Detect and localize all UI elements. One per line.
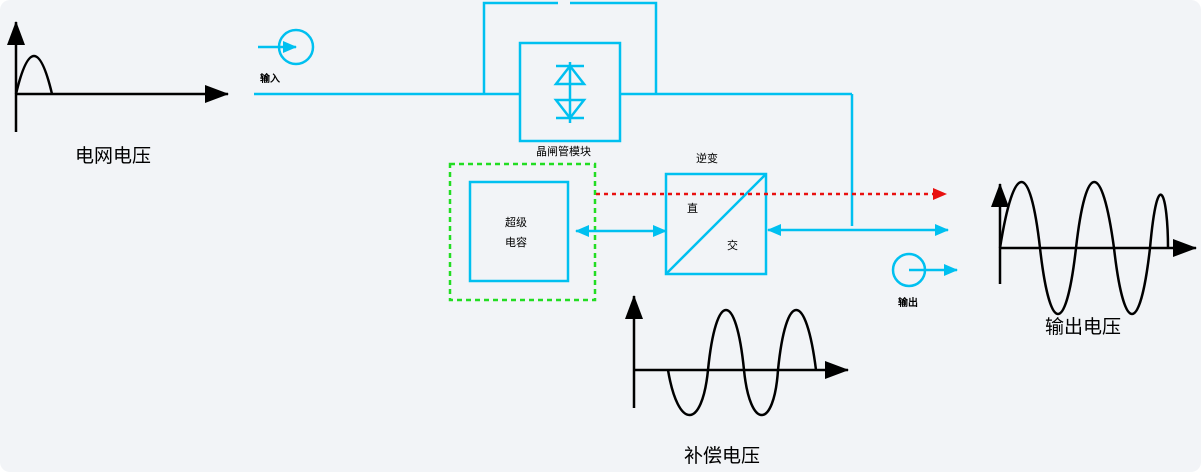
inverter-dc-label: 直 [687,201,698,215]
supercap-frame [450,164,595,300]
input-label: 输入 [260,72,280,85]
grid-voltage-plot [16,22,228,132]
inverter-ac-label: 交 [727,238,738,252]
supercap-box [470,182,568,281]
compensation-voltage-plot [634,296,848,415]
supercap-label-line2: 电容 [505,235,527,249]
grid-half-wave [16,56,52,94]
output-voltage-plot [1000,182,1196,314]
grid-voltage-label: 电网电压 [75,145,151,167]
supercap-label-line1: 超级 [505,215,527,229]
main-wires [254,3,852,226]
compensation-voltage-label: 补偿电压 [684,445,760,467]
input-flow-icon [258,30,313,64]
output-voltage-label: 输出电压 [1045,316,1121,338]
inverter-label: 逆变 [696,151,718,165]
output-flow-icon [893,254,957,286]
thyristor-icon [556,62,584,123]
thyristor-module-label: 晶闸管模块 [536,144,591,158]
inverter-diagonal [666,174,766,274]
comp-sine-wave [668,310,816,415]
output-label: 输出 [898,296,918,309]
